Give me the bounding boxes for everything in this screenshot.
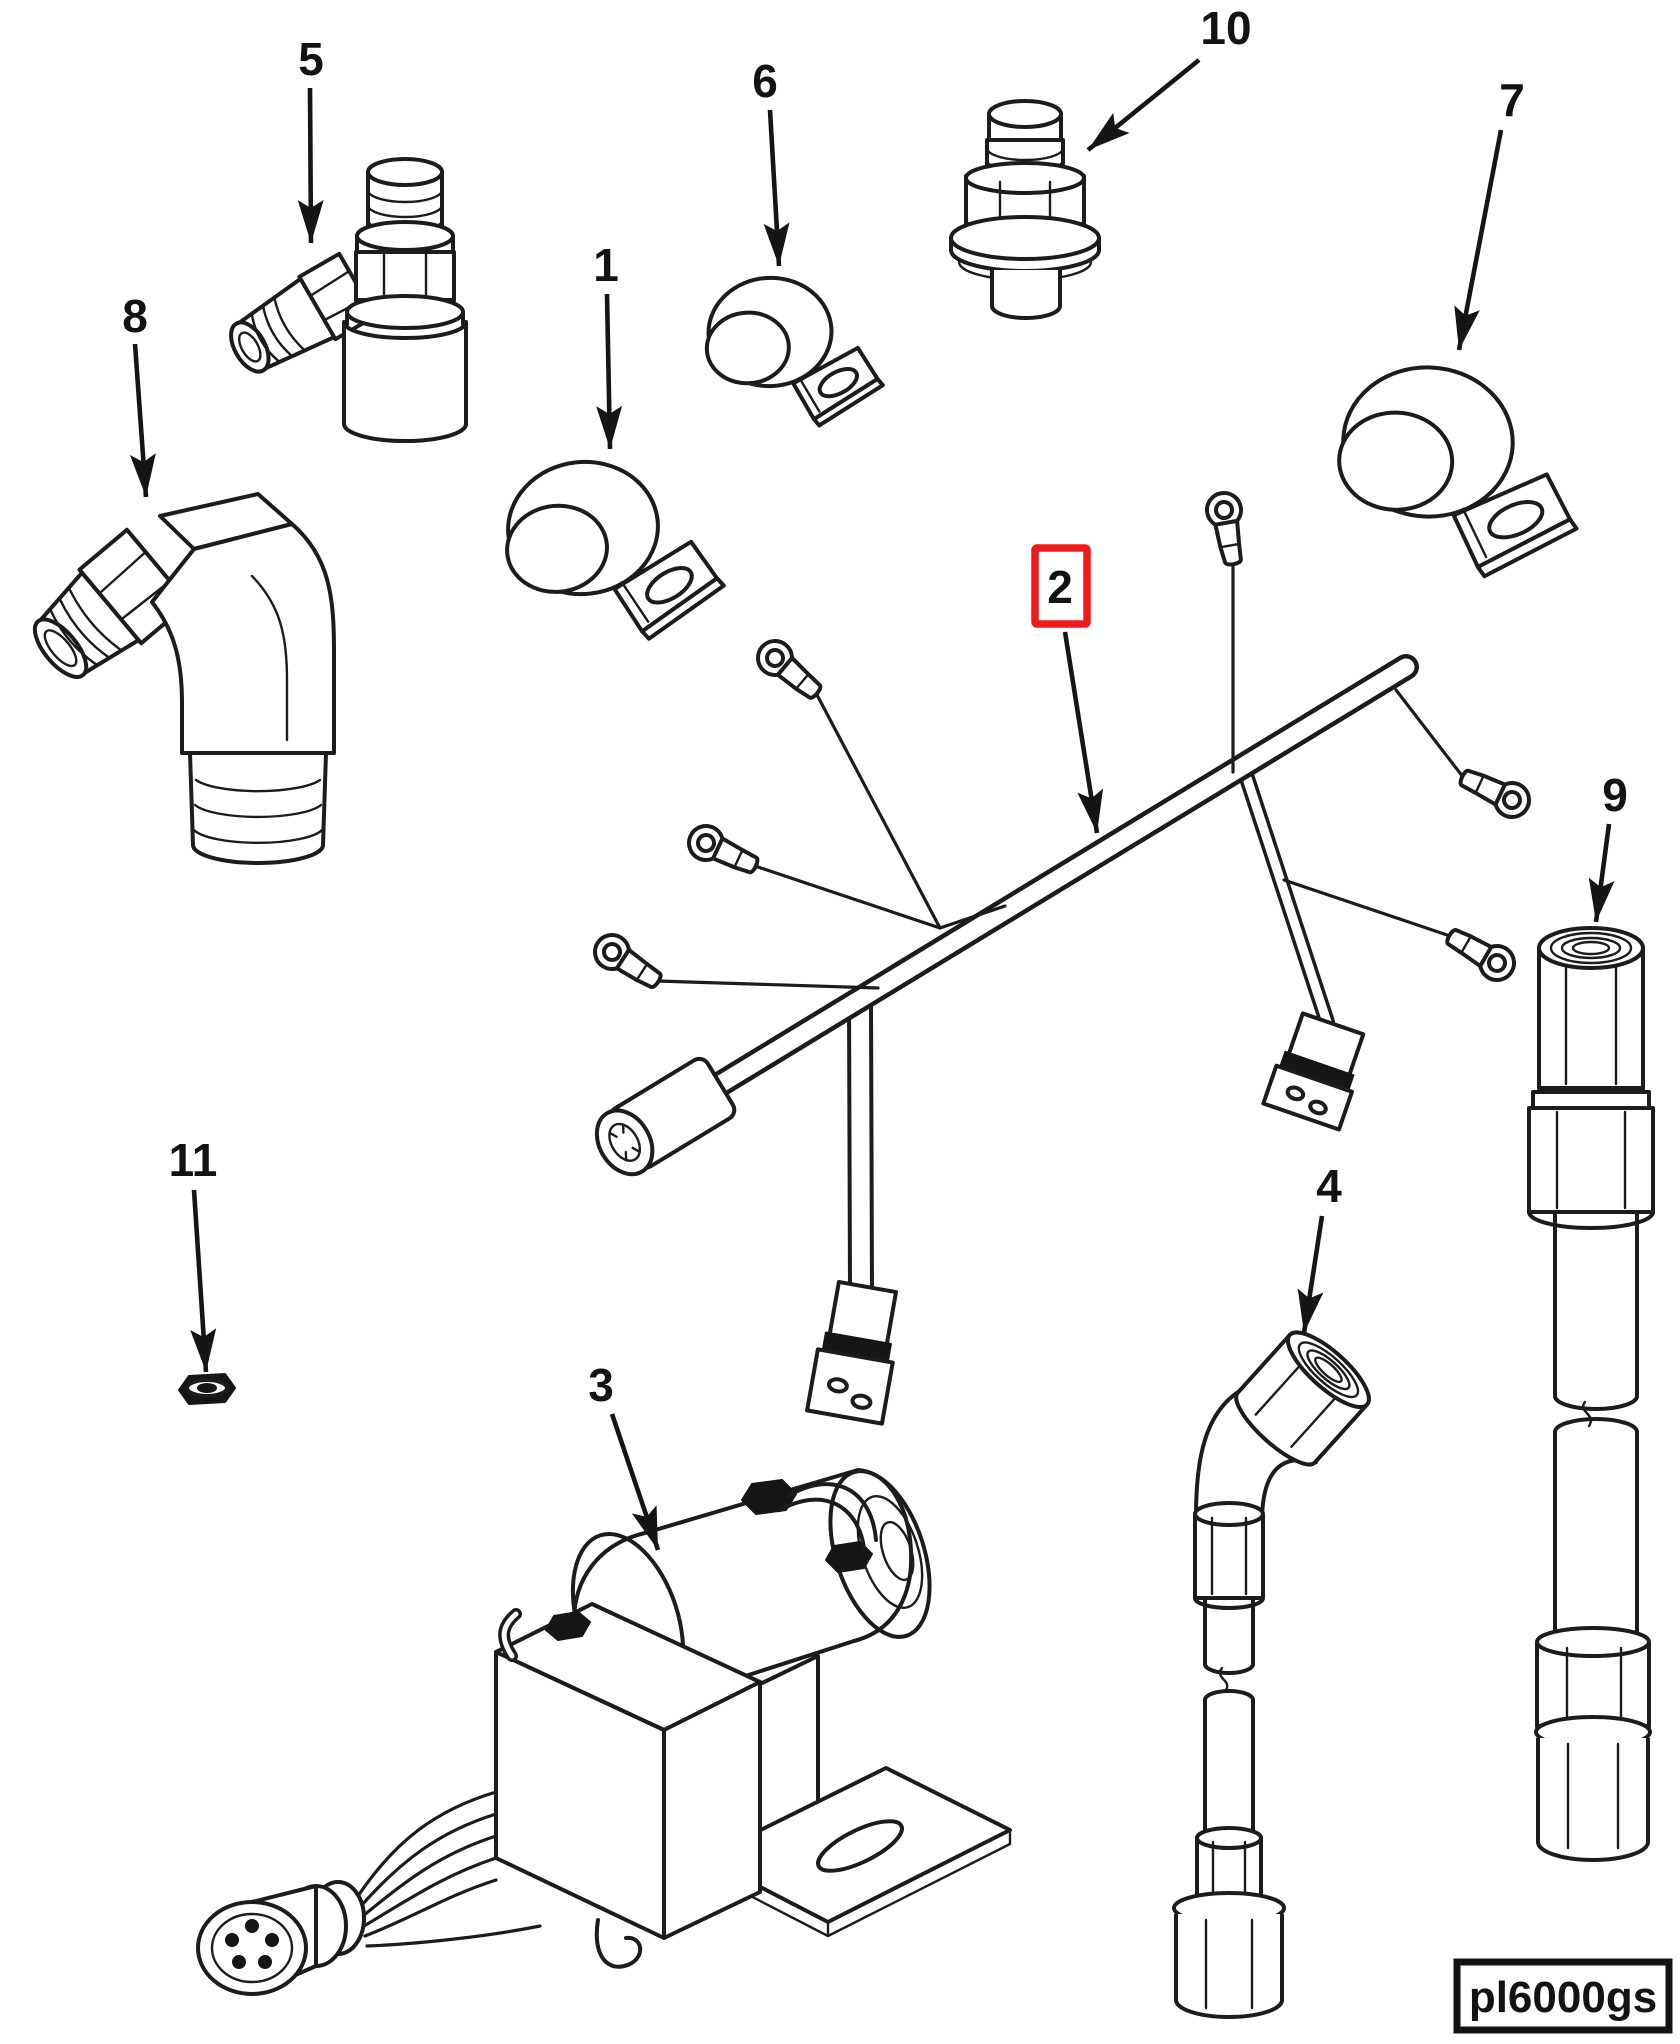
callout-8-label: 8 — [122, 290, 148, 342]
callout-10-arrow — [1086, 58, 1201, 152]
callout-1-arrow — [596, 293, 623, 450]
callout-6-label: 6 — [752, 55, 778, 107]
callout-4-arrow — [1297, 1215, 1325, 1334]
part-9-hose-straight — [1527, 926, 1655, 1862]
callout-6-arrow — [763, 109, 790, 267]
callout-2-highlight-box — [1031, 544, 1091, 628]
callout-11-arrow — [190, 1189, 217, 1373]
ring-terminal — [1452, 759, 1537, 825]
callout-2-arrow — [1062, 631, 1104, 834]
part-1-hose-clamp — [496, 446, 731, 655]
ring-terminal — [749, 632, 831, 709]
pump-connector — [196, 1880, 366, 1996]
callout-7-label: 7 — [1499, 74, 1525, 126]
ring-terminal — [681, 818, 766, 884]
drawing-code-box — [1453, 1958, 1673, 2034]
callout-3-arrow — [609, 1413, 661, 1551]
harness-rect-connector — [805, 1279, 899, 1426]
callout-4-label: 4 — [1316, 1160, 1342, 1212]
part-3-pump-assembly — [196, 1468, 1012, 1996]
part-7-hose-clamp — [1335, 364, 1582, 579]
ring-terminal — [1438, 918, 1523, 989]
part-2-wiring-harness — [586, 488, 1537, 1426]
callout-5-arrow — [297, 87, 324, 244]
part-6-hose-clamp — [701, 270, 887, 433]
part-4-hose-elbow — [1172, 1330, 1371, 2019]
ring-terminal — [586, 926, 670, 999]
callout-5-label: 5 — [298, 33, 324, 85]
ring-terminal — [1202, 488, 1253, 570]
callout-11-label: 11 — [169, 1134, 218, 1186]
callout-9-label: 9 — [1602, 769, 1628, 821]
callout-9-arrow — [1588, 823, 1615, 923]
part-11-hex-nut — [178, 1373, 236, 1405]
callout-8-arrow — [129, 343, 156, 498]
callout-1-label: 1 — [593, 239, 619, 291]
callout-10-label: 10 — [1200, 2, 1251, 54]
callout-2-label: 2 — [1047, 561, 1073, 613]
callout-7-arrow — [1454, 129, 1504, 351]
part-5-valve-fitting — [229, 157, 468, 443]
part-8-elbow-fitting — [32, 492, 336, 865]
drawing-code-plate: pl6000gs — [1453, 1958, 1673, 2034]
part-10-pressure-sender — [949, 99, 1101, 320]
callouts: 5 8 1 6 10 7 9 11 3 4 2 — [122, 2, 1628, 1551]
harness-2pin-connector — [1261, 1011, 1366, 1132]
drawing-code-text: pl6000gs — [1469, 1973, 1657, 2022]
callout-3-label: 3 — [588, 1359, 614, 1411]
